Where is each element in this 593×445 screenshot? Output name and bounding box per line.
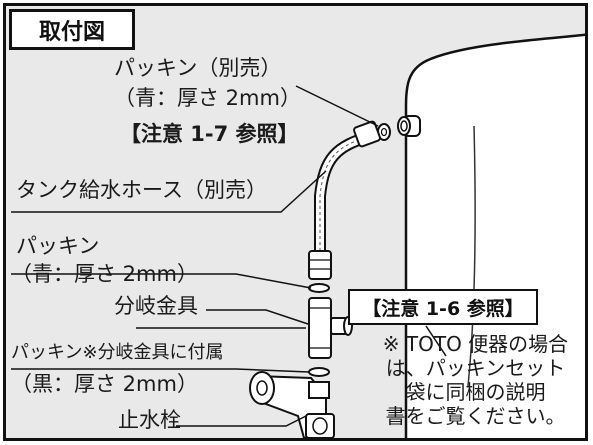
note-line: は、パッキンセット xyxy=(385,356,566,380)
label-packing-lower-spec: （黒：厚さ 2mm） xyxy=(11,372,198,396)
note-line: ※ TOTO 便器の場合 xyxy=(382,332,569,356)
label-stop-valve: 止水栓 xyxy=(118,408,181,432)
stop-valve xyxy=(249,371,335,438)
toto-note: ※ TOTO 便器の場合 は、パッキンセット 袋に同梱の説明 書をご覧ください。 xyxy=(358,332,585,428)
label-caution-1-7: 【注意 1-7 参照】 xyxy=(120,122,299,146)
supply-hose xyxy=(308,120,381,280)
label-packing-middle-spec: （青：厚さ 2mm） xyxy=(11,262,198,286)
label-packing-top-spec: （青：厚さ 2mm） xyxy=(114,86,301,110)
label-packing-lower: パッキン※分岐金具に付属 xyxy=(11,342,224,363)
branch-fitting xyxy=(308,297,353,359)
leader-lines xyxy=(11,85,447,427)
note-line: 書をご覧ください。 xyxy=(385,404,566,428)
figure-title: 取付図 xyxy=(9,9,135,50)
caution-1-6-box: 【注意 1-6 参照】 xyxy=(348,289,538,325)
diagram-frame: 取付図 パッキン（別売） （青：厚さ 2mm） 【注意 1-7 参照】 タンク給… xyxy=(3,3,588,441)
note-line: 袋に同梱の説明 xyxy=(405,380,546,404)
packing-ring-middle xyxy=(308,283,330,293)
label-packing-middle: パッキン xyxy=(16,234,100,258)
packing-ring-top xyxy=(377,123,391,141)
packing-ring-lower xyxy=(308,367,330,377)
label-packing-top: パッキン（別売） xyxy=(114,56,282,80)
toilet-tank xyxy=(404,33,585,438)
label-branch-fitting: 分岐金具 xyxy=(114,294,198,318)
label-tank-hose: タンク給水ホース（別売） xyxy=(16,178,267,202)
installation-illustration xyxy=(11,33,585,438)
tank-inlet-fitting xyxy=(397,115,421,137)
